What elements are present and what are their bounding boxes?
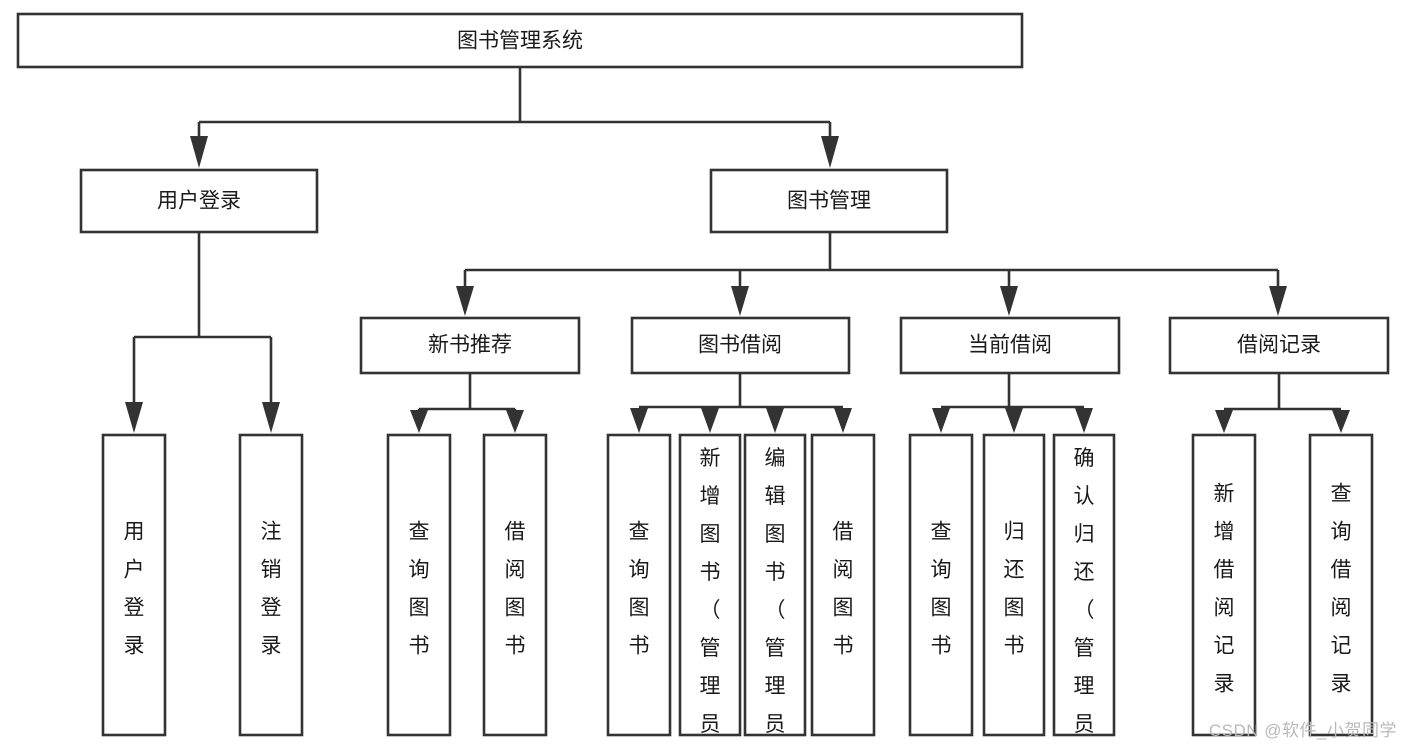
- leaf-return-book[interactable]: 归还图书: [982, 433, 1046, 737]
- arrow-to-leaf-query-book-borrow: [630, 408, 648, 433]
- node-borrow-record-label: 借阅记录: [1237, 334, 1321, 357]
- node-book-management[interactable]: 图书管理: [709, 168, 949, 234]
- connector-layer: [125, 67, 1350, 433]
- node-book-borrow-label: 图书借阅: [698, 334, 782, 357]
- leaf-user-login[interactable]: 用户登录: [101, 433, 167, 737]
- node-book-management-box[interactable]: [709, 168, 949, 234]
- arrow-to-leaf-confirm-return-admin: [1075, 408, 1093, 433]
- arrow-to-leaf-user-login: [125, 402, 143, 433]
- leaf-query-book-current[interactable]: 查询图书: [908, 433, 974, 737]
- node-book-borrow[interactable]: 图书借阅: [630, 316, 851, 375]
- leaf-add-borrow-record[interactable]: 新增借阅记录: [1191, 433, 1257, 737]
- leaf-edit-book-admin-box[interactable]: [743, 433, 807, 737]
- node-book-management-label: 图书管理: [787, 190, 871, 213]
- leaf-query-book-recommend-box[interactable]: [386, 433, 452, 737]
- arrow-to-leaf-logout: [262, 402, 280, 433]
- leaf-query-book-current-box[interactable]: [908, 433, 974, 737]
- arrow-to-book-management: [821, 136, 839, 168]
- arrow-to-leaf-borrow-book: [834, 408, 852, 433]
- leaf-borrow-book-recommend[interactable]: 借阅图书: [482, 433, 548, 737]
- leaf-borrow-book-label: 借阅图书: [833, 521, 854, 658]
- leaf-borrow-book-recommend-label: 借阅图书: [505, 521, 526, 658]
- leaf-return-book-box[interactable]: [982, 433, 1046, 737]
- root-node-label: 图书管理系统: [457, 30, 583, 53]
- arrow-to-leaf-edit-book-admin: [766, 408, 784, 433]
- leaf-layer: 用户登录 注销登录 查询图书 借阅图书 查询图书 新增图书（管理员） 编辑图书（管理员） 借阅…: [101, 433, 1374, 747]
- leaf-query-borrow-record-label: 查询借阅记录: [1331, 483, 1352, 696]
- arrow-to-current-borrow: [1000, 286, 1018, 316]
- leaf-edit-book-admin[interactable]: 编辑图书（管理员）: [743, 433, 807, 747]
- node-user-login-box[interactable]: [79, 168, 319, 234]
- leaf-query-book-borrow-label: 查询图书: [629, 521, 650, 658]
- leaf-confirm-return-admin-box[interactable]: [1052, 433, 1116, 737]
- arrow-to-borrow-record: [1269, 286, 1287, 316]
- root-node[interactable]: 图书管理系统: [16, 12, 1024, 69]
- leaf-add-borrow-record-label: 新增借阅记录: [1214, 483, 1235, 696]
- node-borrow-record[interactable]: 借阅记录: [1168, 316, 1390, 375]
- node-user-login-label: 用户登录: [157, 190, 241, 213]
- arrow-to-leaf-add-borrow-record: [1215, 410, 1233, 433]
- arrow-to-leaf-query-book-current: [932, 408, 950, 433]
- leaf-logout-box[interactable]: [238, 433, 304, 737]
- arrow-to-user-login: [190, 136, 208, 168]
- leaf-user-login-label: 用户登录: [124, 521, 145, 658]
- node-new-book-recommend-label: 新书推荐: [428, 334, 512, 357]
- leaf-logout-label: 注销登录: [261, 521, 282, 658]
- leaf-query-borrow-record-box[interactable]: [1308, 433, 1374, 737]
- node-current-borrow-box[interactable]: [899, 316, 1121, 375]
- leaf-user-login-box[interactable]: [101, 433, 167, 737]
- leaf-borrow-book-box[interactable]: [810, 433, 876, 737]
- node-current-borrow[interactable]: 当前借阅: [899, 316, 1121, 375]
- leaf-edit-book-admin-label: 编辑图书（管理员）: [765, 447, 786, 747]
- leaf-query-book-recommend-label: 查询图书: [409, 521, 430, 658]
- node-current-borrow-label: 当前借阅: [968, 334, 1052, 357]
- node-new-book-recommend[interactable]: 新书推荐: [359, 316, 581, 375]
- node-new-book-recommend-box[interactable]: [359, 316, 581, 375]
- leaf-query-borrow-record[interactable]: 查询借阅记录: [1308, 433, 1374, 737]
- leaf-query-book-recommend[interactable]: 查询图书: [386, 433, 452, 737]
- leaf-query-book-borrow-box[interactable]: [606, 433, 672, 737]
- arrow-to-leaf-return-book: [1005, 408, 1023, 433]
- arrow-to-leaf-borrow-book-recommend: [506, 410, 524, 433]
- leaf-query-book-borrow[interactable]: 查询图书: [606, 433, 672, 737]
- node-user-login[interactable]: 用户登录: [79, 168, 319, 234]
- leaf-add-book-admin[interactable]: 新增图书（管理员）: [678, 433, 742, 747]
- leaf-add-book-admin-box[interactable]: [678, 433, 742, 737]
- leaf-query-book-current-label: 查询图书: [931, 521, 952, 658]
- leaf-add-borrow-record-box[interactable]: [1191, 433, 1257, 737]
- leaf-borrow-book[interactable]: 借阅图书: [810, 433, 876, 737]
- root-node-box[interactable]: [16, 12, 1024, 69]
- leaf-return-book-label: 归还图书: [1004, 521, 1025, 658]
- arrow-to-leaf-query-borrow-record: [1332, 410, 1350, 433]
- node-book-borrow-box[interactable]: [630, 316, 851, 375]
- arrow-to-leaf-query-book-recommend: [410, 410, 428, 433]
- arrow-to-new-book-recommend: [456, 286, 474, 316]
- arrow-to-book-borrow: [731, 286, 749, 316]
- leaf-add-book-admin-label: 新增图书（管理员）: [700, 447, 721, 747]
- leaf-confirm-return-admin[interactable]: 确认归还（管理员）: [1052, 433, 1116, 747]
- leaf-confirm-return-admin-label: 确认归还（管理员）: [1074, 447, 1095, 747]
- arrow-to-leaf-add-book-admin: [701, 408, 719, 433]
- leaf-logout[interactable]: 注销登录: [238, 433, 304, 737]
- node-borrow-record-box[interactable]: [1168, 316, 1390, 375]
- leaf-borrow-book-recommend-box[interactable]: [482, 433, 548, 737]
